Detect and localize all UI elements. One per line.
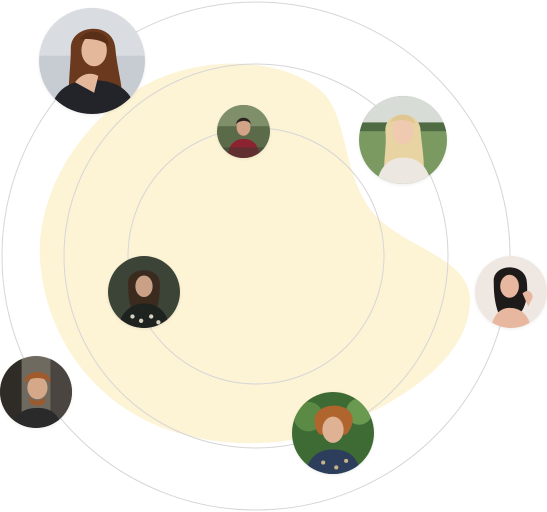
profile-photo-icon	[475, 256, 547, 328]
profile-photo-icon	[292, 392, 374, 474]
long-hair-man-avatar[interactable]	[108, 256, 180, 328]
profile-photo-icon	[217, 105, 270, 158]
middle-orbit	[63, 63, 449, 449]
woman-dark-hair-right-avatar[interactable]	[475, 256, 547, 328]
profile-photo-icon	[359, 96, 447, 184]
man-dark-shirt-avatar[interactable]	[217, 105, 270, 158]
woman-dark-hair-avatar[interactable]	[39, 8, 145, 114]
background-blob	[39, 63, 470, 444]
blonde-woman-avatar[interactable]	[359, 96, 447, 184]
profile-photo-icon	[108, 256, 180, 328]
red-curly-hair-man-avatar[interactable]	[292, 392, 374, 474]
profile-photo-icon	[39, 8, 145, 114]
profile-photo-icon	[0, 356, 72, 428]
curly-hair-man-avatar[interactable]	[0, 356, 72, 428]
